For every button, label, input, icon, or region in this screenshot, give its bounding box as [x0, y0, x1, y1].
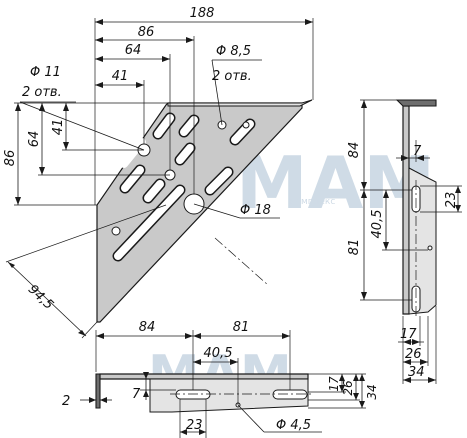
bottom-view: 84 81 40,5 2 7 23 Φ [62, 320, 379, 438]
watermark-logo-text: MAM [236, 141, 435, 225]
dim-64-left: 64 [27, 131, 42, 148]
bottom-plate [149, 378, 309, 413]
bottom-plate-top [99, 373, 309, 380]
label-hole-11-count: 2 отв. [22, 85, 62, 100]
dim-side-26: 26 [405, 347, 422, 362]
dim-41-top: 41 [112, 69, 129, 84]
label-hole-18: Φ 18 [240, 203, 271, 218]
side-top-lip [395, 99, 437, 107]
watermark-subtext: комплекс [290, 197, 335, 207]
dim-86-top: 86 [138, 25, 155, 40]
dim-41-left: 41 [51, 119, 66, 136]
dim-86-left: 86 [3, 150, 18, 167]
dim-side-34: 34 [408, 365, 425, 380]
dim-188: 188 [190, 6, 215, 21]
dim-bottom-7: 7 [132, 387, 141, 402]
dim-side-7: 7 [413, 144, 422, 159]
dim-bottom-40-5: 40,5 [204, 346, 233, 361]
front-slots [112, 112, 256, 262]
bracket-edge-top [167, 99, 313, 107]
dim-bottom-84: 84 [139, 320, 156, 335]
bottom-slot-left [175, 389, 211, 400]
dim-side-17: 17 [400, 327, 417, 342]
dim-bottom-81: 81 [233, 320, 250, 335]
dim-bottom-2: 2 [62, 394, 70, 409]
side-small-hole [427, 245, 433, 251]
label-hole-8-5: Φ 8,5 [216, 44, 251, 59]
side-view: 84 81 40,5 23 7 17 [347, 99, 462, 384]
dim-bottom-26: 26 [341, 380, 355, 396]
dim-bottom-17: 17 [327, 376, 341, 392]
dim-side-40-5: 40,5 [370, 210, 385, 239]
center-axis [214, 237, 269, 286]
label-hole-8-5-count: 2 отв. [212, 69, 252, 84]
front-view: 188 86 64 41 86 64 41 [3, 6, 314, 339]
dim-side-81: 81 [347, 239, 362, 256]
hole-small [242, 121, 250, 129]
dim-bottom-34: 34 [365, 384, 379, 399]
hole-8-5-lower [111, 226, 121, 236]
dim-side-84: 84 [347, 142, 362, 159]
dim-side-23: 23 [444, 192, 459, 209]
side-plate [402, 105, 410, 315]
label-hole-4-5: Φ 4,5 [276, 418, 311, 433]
dim-bottom-23: 23 [186, 418, 203, 433]
bottom-slot-right [272, 389, 308, 400]
label-hole-11: Φ 11 [30, 65, 61, 80]
dim-94-5: 94,5 [25, 282, 56, 313]
dim-64-top: 64 [125, 43, 142, 58]
